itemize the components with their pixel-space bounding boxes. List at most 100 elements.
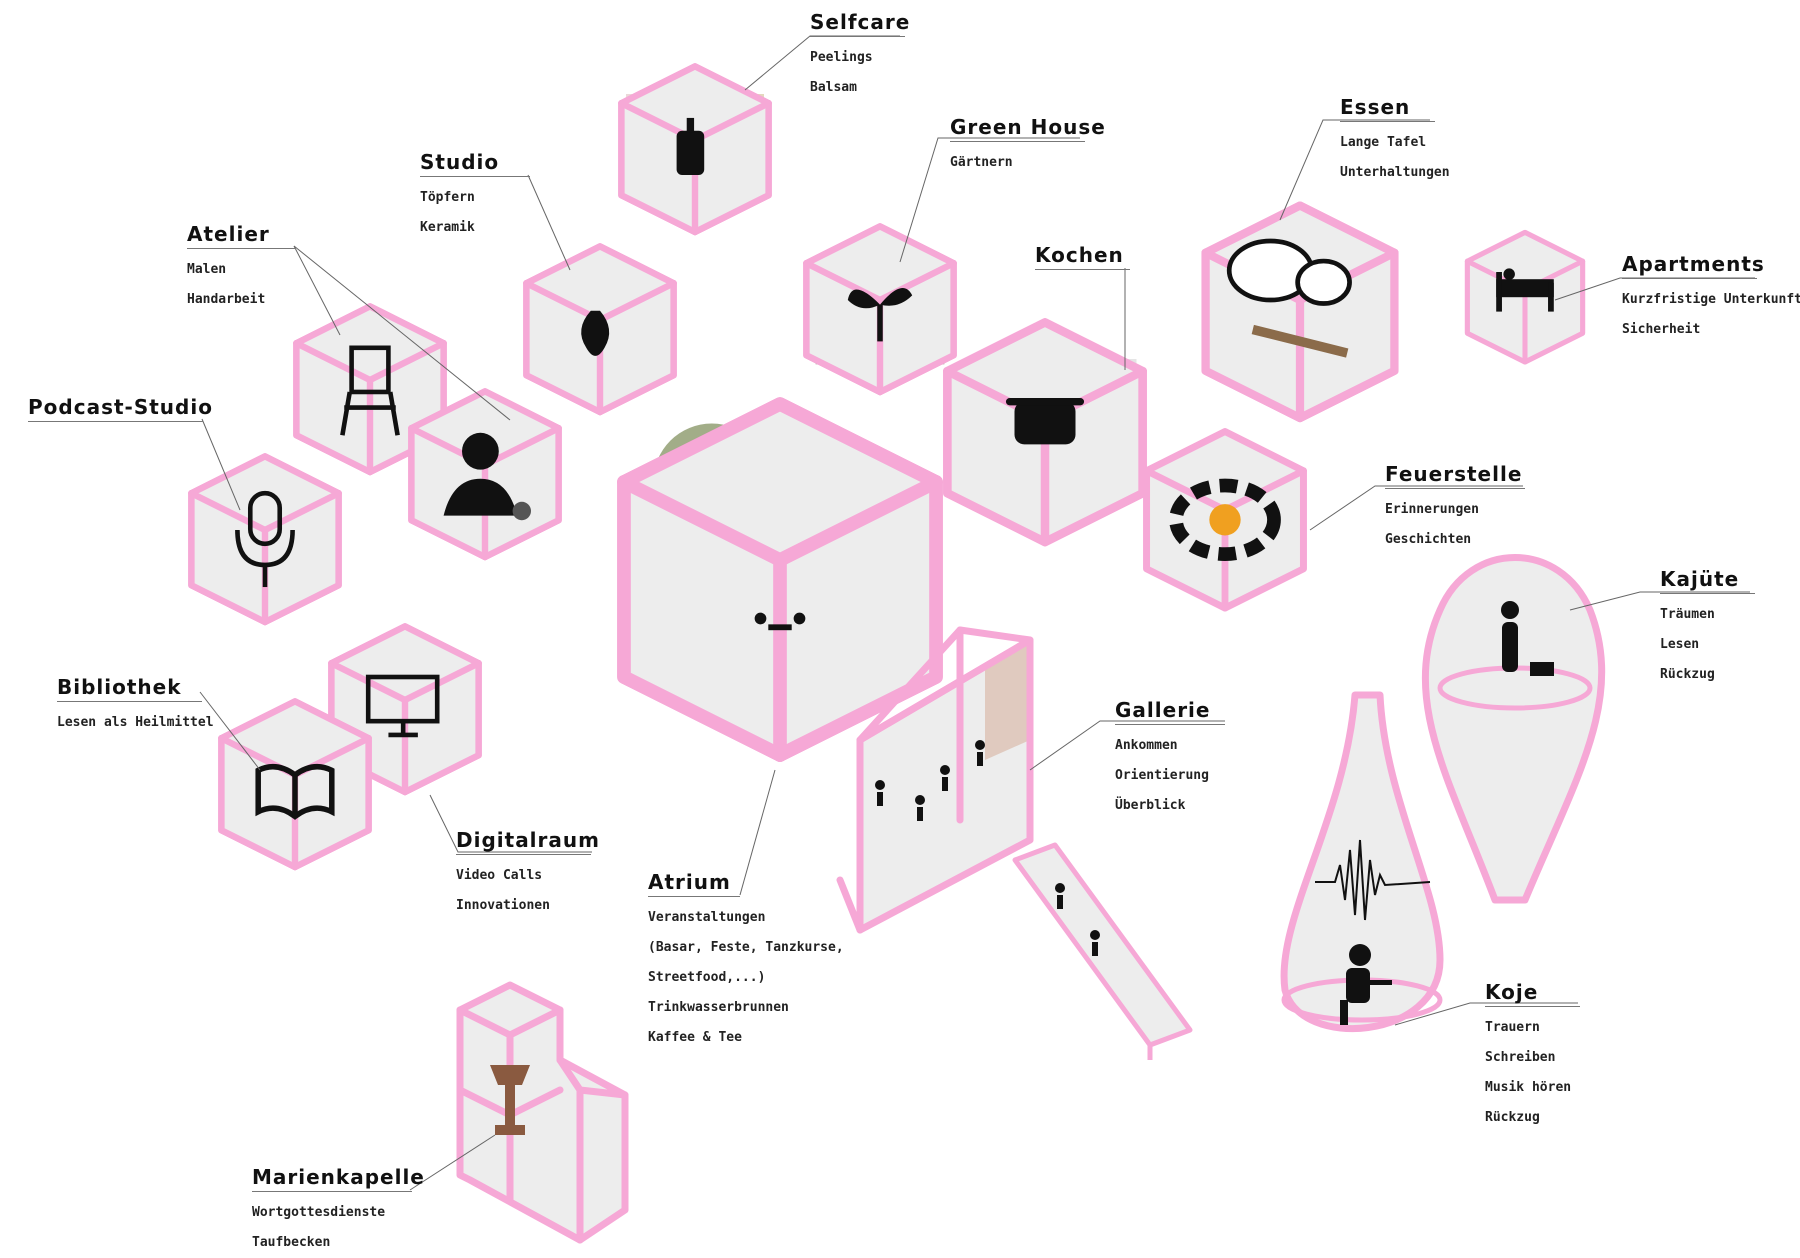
bed-icon — [1496, 268, 1554, 312]
sound-wave-icon — [1315, 839, 1431, 921]
atrium-room — [624, 404, 936, 755]
label-studio: Studio Töpfern Keramik — [420, 150, 530, 243]
label-item: (Basar, Feste, Tanzkurse, — [648, 940, 844, 955]
selfcare-room — [621, 66, 768, 232]
label-bibliothek: Bibliothek Lesen als Heilmittel — [57, 675, 214, 738]
people-at-table-icon — [754, 612, 806, 631]
label-item: Streetfood,...) — [648, 970, 766, 985]
label-item: Träumen — [1660, 607, 1715, 622]
label-atelier: Atelier Malen Handarbeit — [187, 222, 295, 315]
kajuete-room — [1421, 554, 1606, 904]
label-title: Marienkapelle — [252, 1165, 425, 1189]
feuerstelle-room — [1147, 432, 1304, 608]
label-item: Geschichten — [1385, 532, 1472, 547]
atelier-room — [296, 306, 443, 472]
label-item: Unterhaltungen — [1340, 165, 1450, 180]
apartments-room — [1467, 232, 1582, 362]
walking-people-icon — [875, 740, 985, 821]
label-item: Taufbecken — [252, 1235, 331, 1250]
label-item: Rückzug — [1660, 667, 1715, 682]
label-item: Lesen — [1660, 637, 1700, 652]
reading-person-icon — [1501, 601, 1554, 676]
label-item: Lange Tafel — [1340, 135, 1427, 150]
digital-room — [331, 626, 478, 792]
label-item: Trinkwasserbrunnen — [648, 1000, 789, 1015]
walkway — [1012, 842, 1193, 1060]
label-item: Handarbeit — [187, 292, 266, 307]
label-koje: Koje Trauern Schreiben Musik hören Rückz… — [1485, 980, 1580, 1133]
label-title: Kajüte — [1660, 567, 1740, 591]
book-icon — [255, 763, 335, 820]
easel-icon — [340, 345, 400, 436]
knitting-person-icon — [443, 432, 531, 521]
label-item: Orientierung — [1115, 768, 1209, 783]
campfire-circle-icon — [1169, 478, 1281, 561]
label-title: Bibliothek — [57, 675, 182, 699]
label-greenhouse: Green House Gärtnern — [950, 115, 1106, 178]
label-title: Podcast-Studio — [28, 395, 213, 419]
label-title: Green House — [950, 115, 1106, 139]
label-title: Studio — [420, 150, 500, 174]
microphone-icon — [235, 490, 295, 588]
label-podcast: Podcast-Studio — [28, 395, 213, 428]
essen-room — [1206, 206, 1395, 418]
label-kajuete: Kajüte Träumen Lesen Rückzug — [1660, 567, 1755, 690]
label-title: Digitalraum — [456, 828, 600, 852]
bibliothek-room — [221, 701, 368, 867]
label-selfcare: Selfcare Peelings Balsam — [810, 10, 910, 103]
koje-room — [1280, 691, 1444, 1033]
podcast-room — [191, 456, 338, 622]
label-item: Video Calls — [456, 868, 543, 883]
label-title: Atrium — [648, 870, 731, 894]
label-title: Kochen — [1035, 243, 1124, 267]
label-digitalraum: Digitalraum Video Calls Innovationen — [456, 828, 600, 921]
label-kochen: Kochen — [1035, 243, 1130, 276]
label-item: Schreiben — [1485, 1050, 1556, 1065]
studio-room — [526, 246, 673, 412]
kochen-room — [947, 322, 1142, 542]
label-title: Atelier — [187, 222, 270, 246]
vase-icon — [581, 310, 610, 356]
label-title: Koje — [1485, 980, 1539, 1004]
label-item: Erinnerungen — [1385, 502, 1479, 517]
label-item: Trauern — [1485, 1020, 1540, 1035]
label-item: Kurzfristige Unterkunft — [1622, 292, 1800, 307]
craft-room — [411, 391, 558, 557]
writing-person-icon — [1340, 944, 1392, 1025]
label-item: Rückzug — [1485, 1110, 1540, 1125]
label-marienkapelle: Marienkapelle Wortgottesdienste Taufbeck… — [252, 1165, 425, 1258]
label-apartments: Apartments Kurzfristige Unterkunft Siche… — [1622, 252, 1800, 345]
label-item: Wortgottesdienste — [252, 1205, 386, 1220]
walking-person-icon — [1055, 883, 1100, 956]
label-item: Ankommen — [1115, 738, 1178, 753]
label-gallerie: Gallerie Ankommen Orientierung Überblick — [1115, 698, 1225, 821]
sprout-icon — [847, 288, 913, 342]
soap-bottle-icon — [676, 130, 705, 175]
label-item: Gärtnern — [950, 155, 1013, 170]
label-item: Sicherheit — [1622, 322, 1701, 337]
label-title: Gallerie — [1115, 698, 1211, 722]
label-title: Selfcare — [810, 10, 911, 34]
marienkapelle-room — [456, 981, 629, 1244]
label-item: Innovationen — [456, 898, 550, 913]
baptismal-font-icon — [490, 1065, 530, 1135]
long-table-icon — [1251, 324, 1349, 358]
label-item: Balsam — [810, 80, 857, 95]
label-title: Apartments — [1622, 252, 1765, 276]
label-essen: Essen Lange Tafel Unterhaltungen — [1340, 95, 1450, 188]
label-atrium: Atrium Veranstaltungen (Basar, Feste, Ta… — [648, 870, 844, 1053]
gallerie-room — [836, 626, 1034, 934]
cooking-pot-icon — [1005, 398, 1085, 445]
label-item: Veranstaltungen — [648, 910, 766, 925]
label-item: Malen — [187, 262, 227, 277]
label-item: Keramik — [420, 220, 475, 235]
monitor-icon — [365, 674, 440, 738]
speech-bubbles-icon — [1226, 238, 1352, 306]
label-title: Essen — [1340, 95, 1411, 119]
label-feuerstelle: Feuerstelle Erinnerungen Geschichten — [1385, 462, 1525, 555]
greenhouse-room — [806, 226, 953, 392]
label-item: Musik hören — [1485, 1080, 1572, 1095]
label-item: Lesen als Heilmittel — [57, 715, 214, 730]
label-item: Überblick — [1115, 798, 1186, 813]
